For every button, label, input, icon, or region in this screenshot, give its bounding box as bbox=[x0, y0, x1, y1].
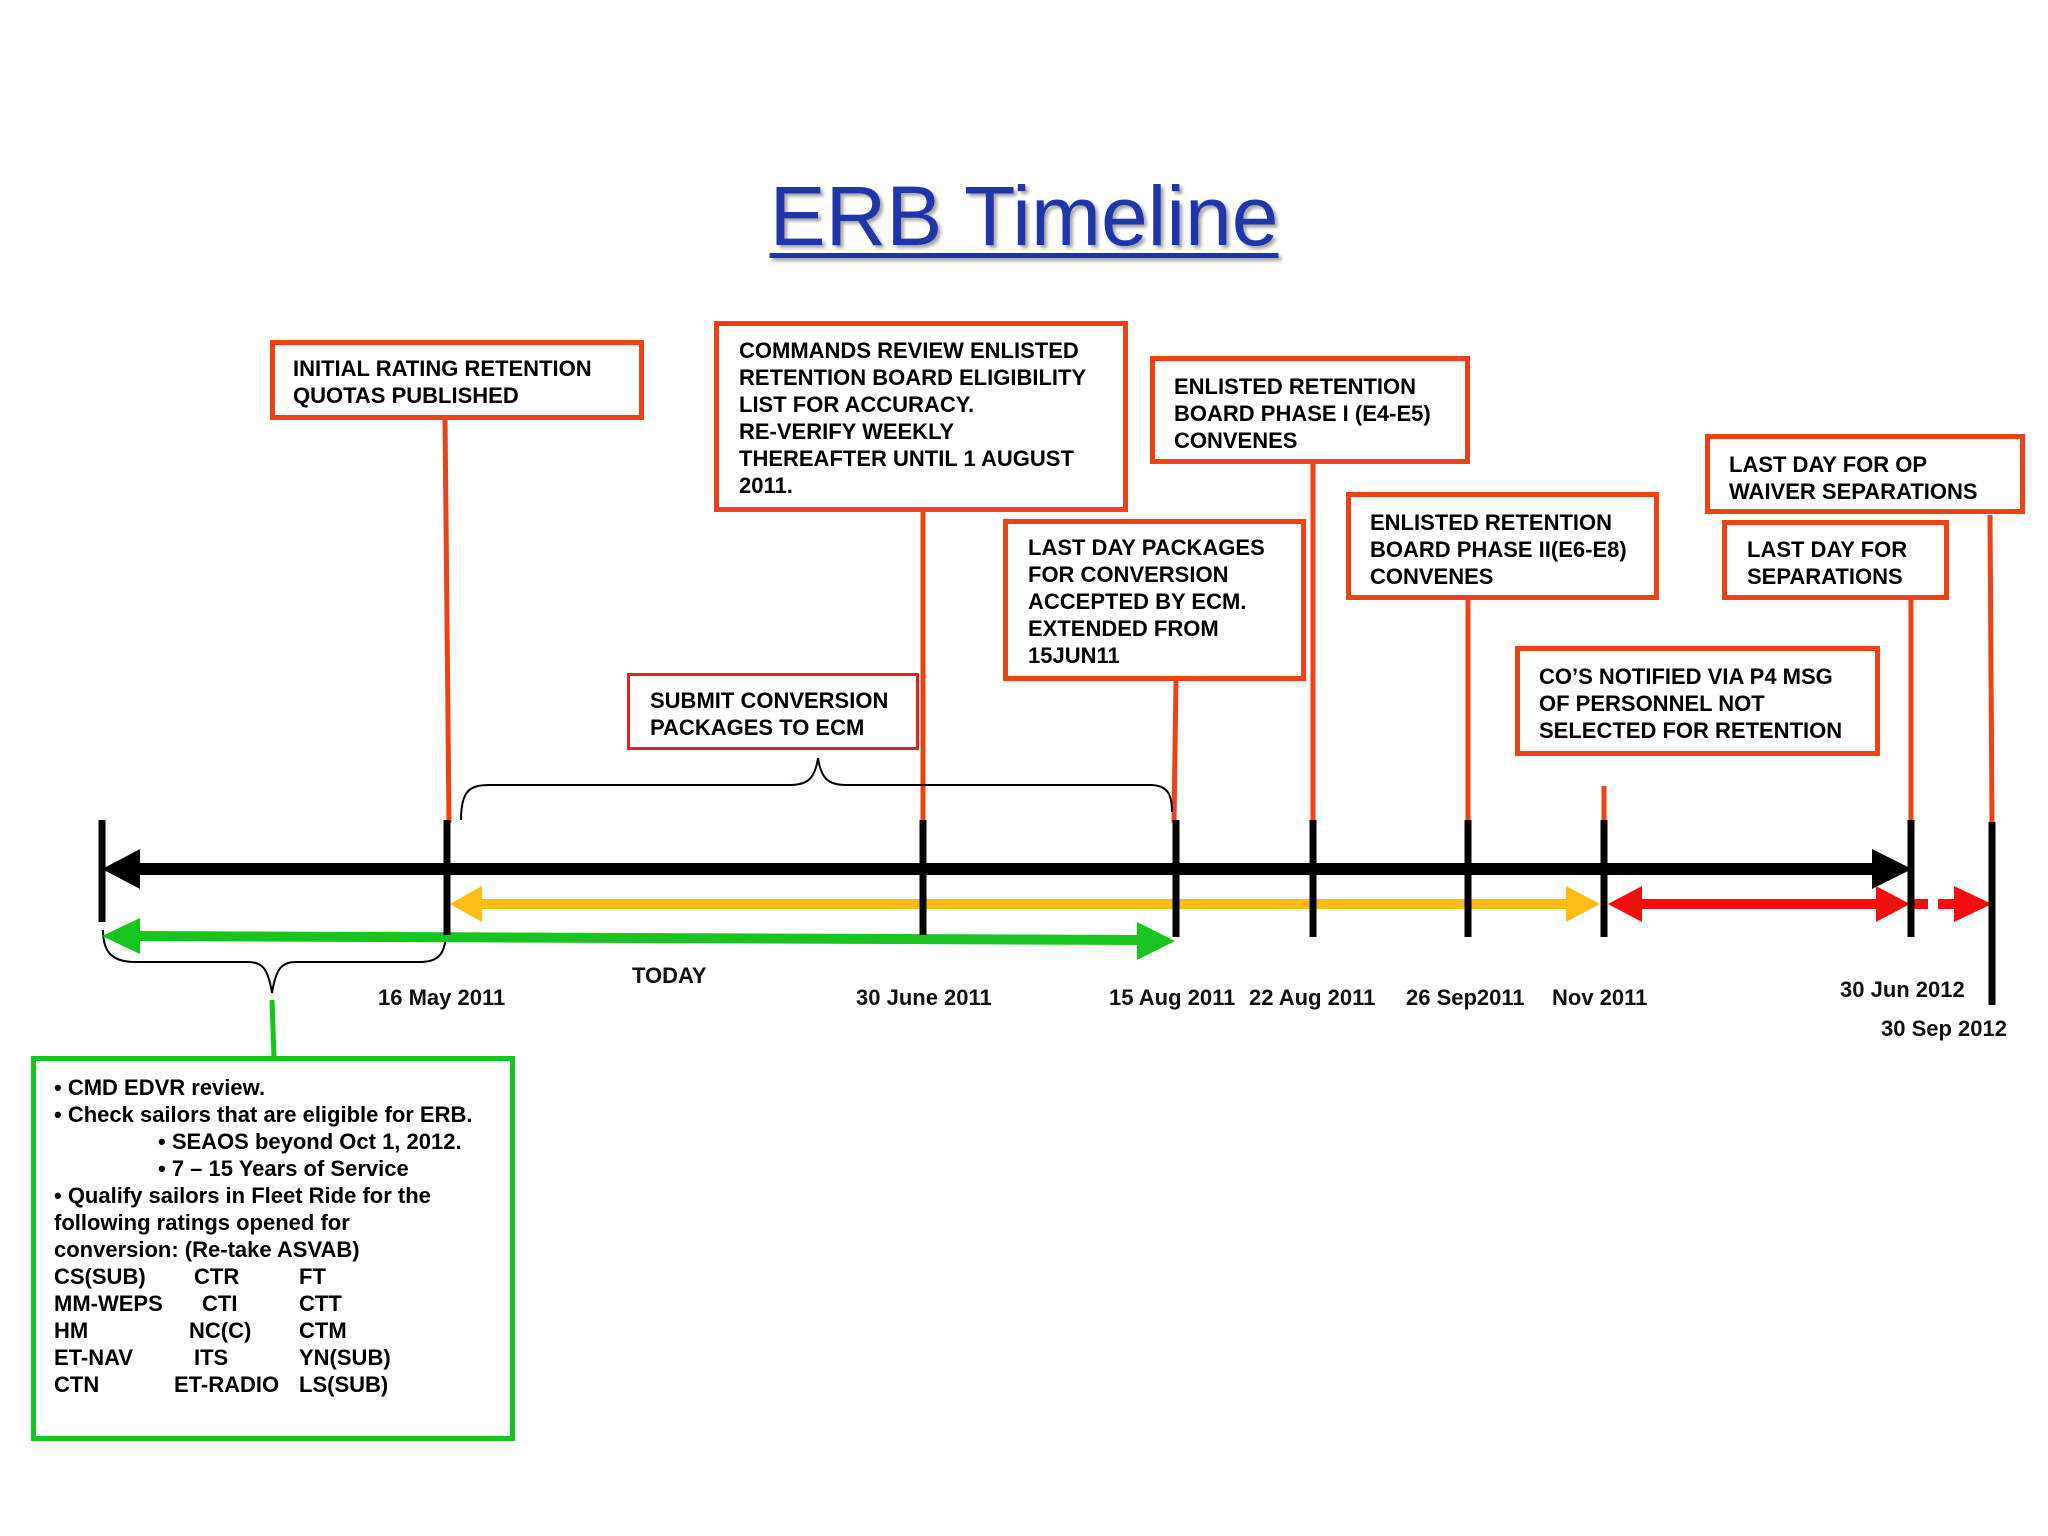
connector-initial-quotas bbox=[442, 417, 452, 824]
rating-code: CS(SUB) bbox=[54, 1264, 146, 1289]
callout-phase1-text: ENLISTED RETENTION BOARD PHASE I (E4-E5)… bbox=[1174, 374, 1431, 453]
rating-code: HM bbox=[54, 1318, 89, 1343]
connector-green-box bbox=[269, 999, 277, 1059]
slide-title: ERB Timeline bbox=[769, 169, 1279, 263]
main-axis-right-arrowhead bbox=[1872, 849, 1912, 889]
connector-last-op-waiver bbox=[1987, 514, 1995, 824]
callout-last-separations-text: LAST DAY FOR SEPARATIONS bbox=[1747, 537, 1908, 589]
yellow-arrow-right-head bbox=[1566, 886, 1600, 922]
rating-code: ET-NAV bbox=[54, 1345, 134, 1370]
callout-last-op-waiver-text: LAST DAY FOR OP WAIVER SEPARATIONS bbox=[1729, 452, 1978, 504]
main-axis-left-arrowhead bbox=[102, 849, 140, 889]
red-arrow-right-head bbox=[1876, 886, 1910, 922]
rating-code: FT bbox=[299, 1264, 326, 1289]
sub-bullet-seaos: • SEAOS beyond Oct 1, 2012. bbox=[158, 1129, 462, 1154]
callout-initial-quotas: INITIAL RATING RETENTION QUOTAS PUBLISHE… bbox=[270, 340, 644, 420]
callout-phase2: ENLISTED RETENTION BOARD PHASE II(E6-E8)… bbox=[1346, 492, 1659, 600]
callout-cos-notified: CO’S NOTIFIED VIA P4 MSG OF PERSONNEL NO… bbox=[1515, 646, 1880, 756]
rating-code: CTM bbox=[299, 1318, 347, 1343]
callout-phase2-text: ENLISTED RETENTION BOARD PHASE II(E6-E8)… bbox=[1370, 510, 1627, 589]
rating-code: MM-WEPS bbox=[54, 1291, 163, 1316]
callout-last-packages-text: LAST DAY PACKAGES FOR CONVERSION ACCEPTE… bbox=[1028, 535, 1265, 668]
rating-code: CTN bbox=[54, 1372, 100, 1397]
green-arrow-right-head bbox=[1137, 922, 1175, 960]
callout-initial-quotas-text: INITIAL RATING RETENTION QUOTAS PUBLISHE… bbox=[293, 356, 592, 408]
connector-last-packages bbox=[1171, 677, 1179, 824]
green-arrow-left-head bbox=[102, 918, 140, 954]
sub-bullet-years-service: • 7 – 15 Years of Service bbox=[158, 1156, 409, 1181]
callout-commands-review-text: COMMANDS REVIEW ENLISTED RETENTION BOARD… bbox=[739, 338, 1087, 498]
callout-commands-review: COMMANDS REVIEW ENLISTED RETENTION BOARD… bbox=[714, 321, 1128, 512]
rating-code: ITS bbox=[194, 1345, 229, 1370]
red-arrow-left-head bbox=[1608, 886, 1642, 922]
date-label-sep30-2012: 30 Sep 2012 bbox=[1881, 1016, 2007, 1041]
bullet-qualify-line2: following ratings opened for bbox=[54, 1210, 350, 1235]
rating-code: CTT bbox=[299, 1291, 342, 1316]
green-arrow-line bbox=[134, 931, 1143, 945]
brace-green-window bbox=[102, 929, 447, 994]
rating-code: CTR bbox=[194, 1264, 240, 1289]
rating-code: YN(SUB) bbox=[299, 1345, 391, 1370]
date-label-may16: 16 May 2011 bbox=[378, 985, 506, 1010]
date-label-aug15: 15 Aug 2011 bbox=[1109, 985, 1236, 1010]
date-label-sep26: 26 Sep2011 bbox=[1406, 985, 1525, 1010]
callout-last-op-waiver: LAST DAY FOR OP WAIVER SEPARATIONS bbox=[1705, 434, 2025, 514]
rating-code: NC(C) bbox=[189, 1318, 252, 1343]
bullet-qualify-sailors: • Qualify sailors in Fleet Ride for the bbox=[54, 1183, 431, 1208]
date-label-nov: Nov 2011 bbox=[1552, 985, 1648, 1010]
rating-code: LS(SUB) bbox=[299, 1372, 389, 1397]
yellow-arrow-left-head bbox=[450, 886, 482, 922]
callout-phase1: ENLISTED RETENTION BOARD PHASE I (E4-E5)… bbox=[1150, 356, 1470, 464]
callout-submit-conversion: SUBMIT CONVERSION PACKAGES TO ECM bbox=[627, 673, 919, 750]
date-label-jun30: 30 June 2011 bbox=[856, 985, 992, 1010]
bullet-cmd-edvr: • CMD EDVR review. bbox=[54, 1075, 266, 1100]
callout-last-packages: LAST DAY PACKAGES FOR CONVERSION ACCEPTE… bbox=[1003, 519, 1306, 681]
rating-code: ET-RADIO bbox=[174, 1372, 280, 1397]
bullet-check-sailors: • Check sailors that are eligible for ER… bbox=[54, 1102, 473, 1127]
date-label-jun30-2012: 30 Jun 2012 bbox=[1840, 977, 1965, 1002]
callout-submit-conversion-text: SUBMIT CONVERSION PACKAGES TO ECM bbox=[650, 688, 889, 740]
date-label-aug22: 22 Aug 2011 bbox=[1249, 985, 1376, 1010]
red-dashed-arrowhead bbox=[1954, 886, 1992, 922]
rating-code: CTI bbox=[202, 1291, 238, 1316]
green-info-box: • CMD EDVR review. • Check sailors that … bbox=[31, 1056, 515, 1441]
brace-submit-window bbox=[460, 757, 1173, 821]
callout-last-separations: LAST DAY FOR SEPARATIONS bbox=[1722, 520, 1949, 600]
callout-cos-notified-text: CO’S NOTIFIED VIA P4 MSG OF PERSONNEL NO… bbox=[1539, 664, 1843, 743]
date-label-today: TODAY bbox=[632, 963, 707, 988]
bullet-qualify-line3: conversion: (Re-take ASVAB) bbox=[54, 1237, 360, 1262]
